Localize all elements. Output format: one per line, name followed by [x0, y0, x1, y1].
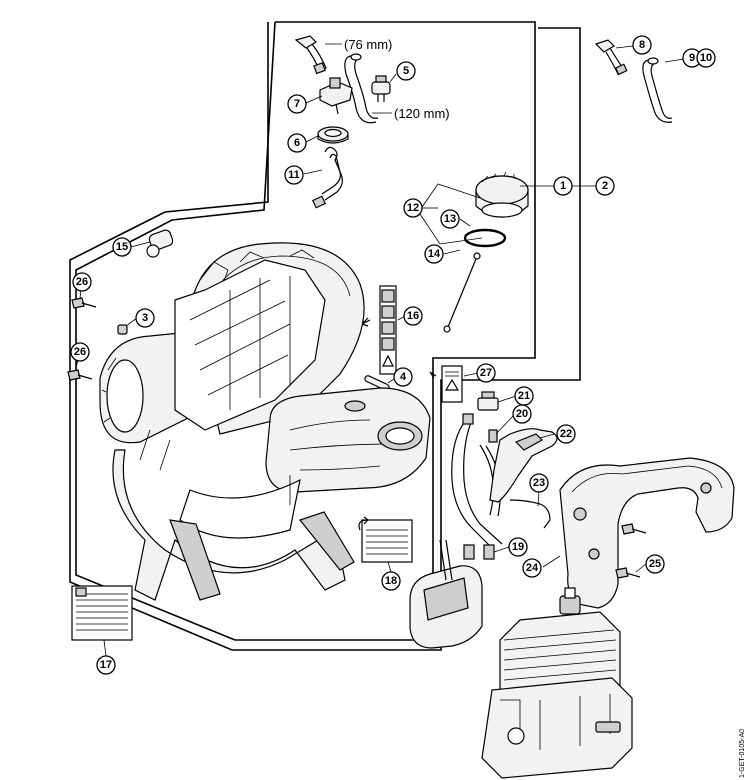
svg-text:10: 10 [700, 52, 712, 64]
dimension-label-76mm: (76 mm) [344, 37, 392, 52]
svg-text:22: 22 [560, 428, 572, 440]
svg-text:6: 6 [294, 137, 300, 149]
throttle-trigger [489, 428, 558, 529]
svg-text:5: 5 [403, 65, 409, 77]
callout-2: 2 [595, 176, 615, 196]
svg-text:16: 16 [407, 310, 419, 322]
dimension-label-120mm: (120 mm) [394, 106, 450, 121]
document-number: 1-GET-0105-A0 [739, 729, 746, 778]
callout-16: 16 [403, 306, 423, 326]
callout-20: 20 [512, 404, 532, 424]
svg-text:26: 26 [76, 276, 88, 288]
svg-text:25: 25 [649, 558, 661, 570]
svg-text:17: 17 [100, 659, 112, 671]
callout-13: 13 [440, 209, 460, 229]
callout-11: 11 [284, 165, 304, 185]
svg-text:1: 1 [560, 180, 566, 192]
callout-12: 12 [403, 198, 423, 218]
wiring-harness [409, 391, 503, 649]
svg-text:13: 13 [444, 213, 456, 225]
callout-25: 25 [645, 554, 665, 574]
callout-15: 15 [112, 237, 132, 257]
svg-text:24: 24 [526, 562, 539, 574]
fuel-cap-group [419, 171, 529, 333]
svg-text:4: 4 [400, 371, 407, 383]
svg-text:3: 3 [142, 312, 148, 324]
decals [71, 365, 463, 641]
callout-7: 7 [287, 94, 307, 114]
callout-4: 4 [393, 367, 413, 387]
callout-3: 3 [135, 308, 155, 328]
svg-text:21: 21 [518, 390, 530, 402]
callout-26-bottom: 26 [70, 342, 90, 362]
svg-text:15: 15 [116, 241, 128, 253]
callout-1: 1 [553, 176, 573, 196]
callout-14: 14 [424, 244, 444, 264]
svg-text:26: 26 [74, 346, 86, 358]
assembly-frame [69, 21, 581, 651]
warning-decal [361, 285, 397, 375]
leader-lines [75, 43, 691, 657]
svg-text:20: 20 [516, 408, 528, 420]
blower-housing [99, 242, 431, 601]
callout-18: 18 [381, 571, 401, 591]
svg-text:11: 11 [288, 169, 300, 181]
callout-6: 6 [287, 133, 307, 153]
callout-26-top: 26 [72, 272, 92, 292]
rear-handle [559, 457, 735, 609]
callout-5: 5 [396, 61, 416, 81]
callout-22: 22 [556, 424, 576, 444]
svg-text:23: 23 [533, 477, 545, 489]
svg-text:14: 14 [428, 248, 441, 260]
svg-text:7: 7 [294, 98, 300, 110]
svg-text:12: 12 [407, 202, 419, 214]
callout-19: 19 [508, 537, 528, 557]
svg-text:2: 2 [602, 180, 608, 192]
svg-text:19: 19 [512, 541, 524, 553]
svg-text:9: 9 [689, 52, 695, 64]
svg-text:27: 27 [480, 367, 492, 379]
callout-21: 21 [514, 386, 534, 406]
spare-hoses [594, 39, 673, 123]
callout-8: 8 [632, 35, 652, 55]
svg-text:18: 18 [385, 575, 397, 587]
callout-10: 10 [696, 48, 716, 68]
hose-fitting-group [146, 35, 391, 258]
svg-text:8: 8 [639, 39, 645, 51]
callout-23: 23 [529, 473, 549, 493]
callout-27: 27 [476, 363, 496, 383]
callout-24: 24 [522, 558, 542, 578]
engine-cylinder [481, 587, 633, 779]
callout-17: 17 [96, 655, 116, 675]
